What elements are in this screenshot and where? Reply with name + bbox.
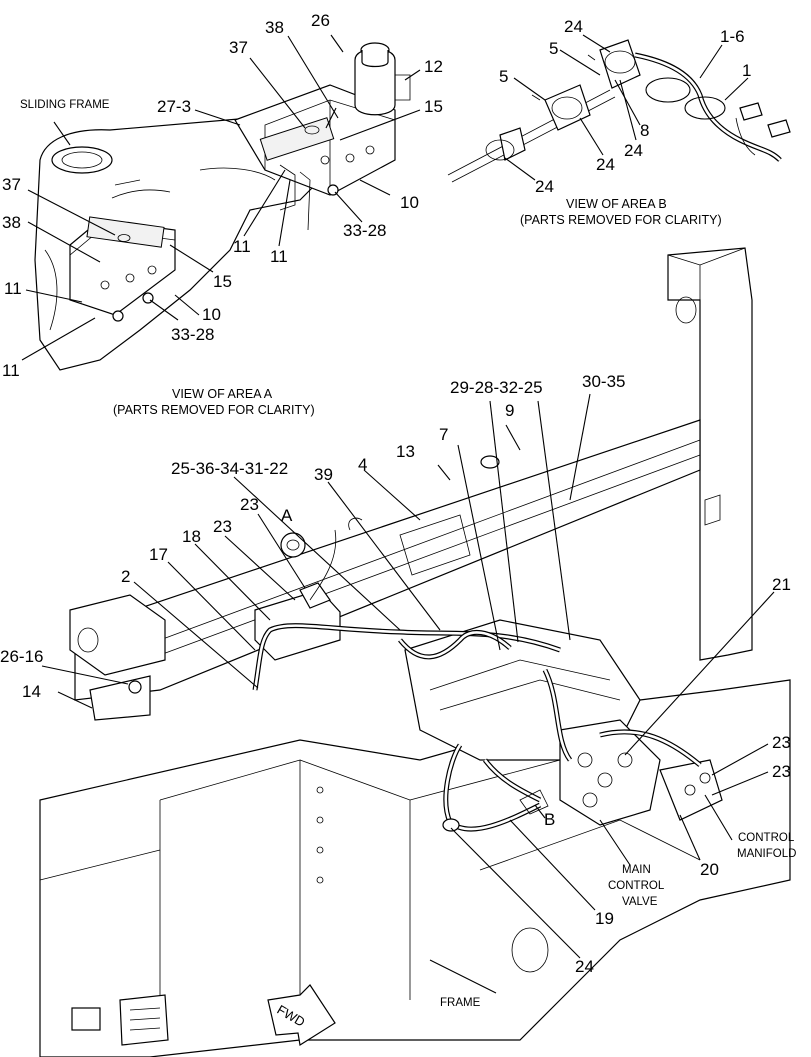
main-control-valve-label-line2: CONTROL (608, 880, 665, 892)
sliding-frame-label: SLIDING FRAME (20, 99, 110, 111)
callout-20: 20 (700, 860, 719, 879)
main-leader-lines (41, 393, 775, 994)
callout-23: 23 (772, 733, 791, 752)
frame-label: FRAME (440, 997, 481, 1009)
callout-33-28: 33-28 (343, 221, 386, 240)
callout-26: 26 (311, 11, 330, 30)
area-a-leader-lines (21, 34, 421, 361)
callout-23: 23 (240, 495, 259, 514)
area-a-marker: A (281, 506, 293, 525)
area-a-view-title: VIEW OF AREA A (172, 387, 273, 401)
callout-1: 1 (742, 61, 751, 80)
callout-27-3: 27-3 (157, 97, 191, 116)
callout-38: 38 (2, 213, 21, 232)
callout-24: 24 (596, 155, 615, 174)
main-text-labels: CONTROL MANIFOLD MAIN CONTROL VALVE FRAM… (440, 832, 796, 1009)
callout-37: 37 (2, 175, 21, 194)
callout-10: 10 (400, 193, 419, 212)
callout-1-6: 1-6 (720, 27, 745, 46)
callout-24: 24 (564, 17, 583, 36)
callout-11: 11 (270, 247, 288, 266)
callout-10: 10 (202, 305, 221, 324)
callout-24: 24 (624, 141, 643, 160)
main-control-valve-label-line3: VALVE (622, 896, 658, 908)
callout-5: 5 (499, 67, 508, 86)
callout-9: 9 (505, 401, 514, 420)
area-b-view-title: VIEW OF AREA B (566, 197, 667, 211)
callout-23: 23 (772, 762, 791, 781)
callout-7: 7 (439, 425, 448, 444)
callout-39: 39 (314, 465, 333, 484)
callout-8: 8 (640, 121, 649, 140)
main-callouts: 29-28-32-25 30-35 9 13 7 25-36-34-31-22 … (0, 372, 791, 976)
callout-11: 11 (2, 361, 20, 380)
callout-24: 24 (575, 957, 594, 976)
callout-33-28: 33-28 (171, 325, 214, 344)
area-b-callouts: 24 5 1-6 5 1 8 24 24 24 VIEW OF AREA B (… (499, 17, 751, 227)
control-manifold-label-line1: CONTROL (738, 832, 795, 844)
fwd-arrow: FWD (267, 984, 336, 1046)
area-a-detail-drawing (34, 42, 411, 371)
callout-18: 18 (182, 527, 201, 546)
callout-14: 14 (22, 682, 41, 701)
callout-37: 37 (229, 38, 248, 57)
callout-15: 15 (424, 97, 443, 116)
callout-17: 17 (149, 545, 168, 564)
callout-25-36-34-31-22: 25-36-34-31-22 (171, 459, 288, 478)
callout-15: 15 (213, 272, 232, 291)
callout-23: 23 (213, 517, 232, 536)
callout-24: 24 (535, 177, 554, 196)
area-b-marker: B (544, 810, 555, 829)
callout-12: 12 (424, 57, 443, 76)
callout-21: 21 (772, 575, 791, 594)
area-a-callouts: 26 38 37 12 27-3 15 10 33-28 11 11 37 38… (2, 11, 443, 417)
callout-5: 5 (549, 39, 558, 58)
callout-11: 11 (233, 237, 251, 256)
callout-30-35: 30-35 (582, 372, 625, 391)
callout-4: 4 (358, 455, 367, 474)
callout-26-16: 26-16 (0, 647, 43, 666)
main-control-valve-label-line1: MAIN (622, 864, 651, 876)
callout-13: 13 (396, 442, 415, 461)
callout-11: 11 (4, 279, 22, 298)
main-assembly-drawing (39, 247, 791, 1057)
area-b-view-subtitle: (PARTS REMOVED FOR CLARITY) (520, 213, 722, 227)
area-b-leader-lines (504, 34, 749, 181)
callout-2: 2 (121, 567, 130, 586)
control-manifold-label-line2: MANIFOLD (737, 848, 796, 860)
area-b-detail-drawing (447, 39, 791, 183)
callout-19: 19 (595, 909, 614, 928)
area-a-view-subtitle: (PARTS REMOVED FOR CLARITY) (113, 403, 315, 417)
callout-38: 38 (265, 18, 284, 37)
callout-29-28-32-25: 29-28-32-25 (450, 378, 543, 397)
